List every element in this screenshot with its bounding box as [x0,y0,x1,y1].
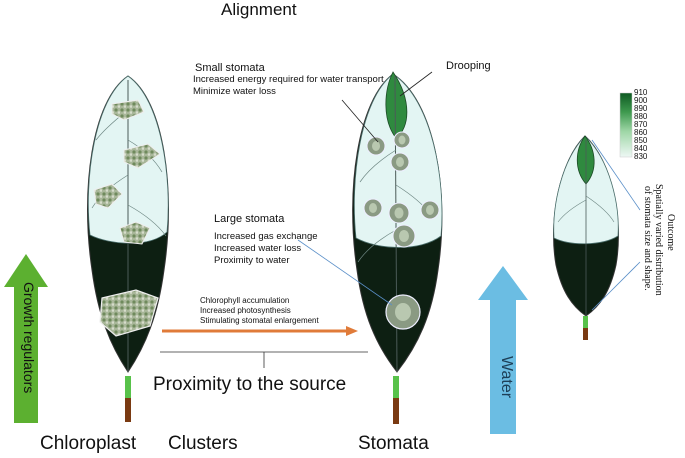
drooping-label: Drooping [446,60,491,72]
figure-title: Alignment [221,0,297,19]
small-stomata-line: Minimize water loss [193,86,276,97]
callout-line [591,139,641,211]
callout-line [399,71,433,97]
proximity-label: Proximity to the source [153,374,347,395]
chloroplast-cluster [99,289,159,337]
source-arrow [162,326,358,336]
arrow-note: Chlorophyll accumulation [200,296,290,305]
colorbar-tick: 850 [634,136,648,145]
arrow-note: Increased photosynthesis [200,306,291,315]
chloroplast-cluster [93,183,123,209]
stoma [363,198,383,218]
arrow-note: Stimulating stomatal enlargement [200,316,319,325]
small-stomata-line: Increased energy required for water tran… [193,74,384,85]
stoma [366,136,386,156]
stoma [393,131,411,149]
stoma [420,200,440,220]
colorbar-tick: 890 [634,104,648,113]
water-label: Water [498,356,515,399]
colorbar-tick: 830 [634,152,648,161]
outcome-line: of stomata size and shape. [642,186,653,291]
colorbar-tick: 860 [634,128,648,137]
middle-leaf [352,71,443,424]
callout-line [591,261,641,311]
stomata-label: Stomata [358,433,429,454]
colorbar [619,92,633,158]
outcome-line: Spatially varied distribution [653,184,664,296]
chloroplast-cluster [119,221,151,245]
stoma [390,152,410,172]
right-leaf [553,135,619,340]
colorbar-tick: 840 [634,144,648,153]
outcome-heading: Outcome [665,214,676,251]
large-stomata-heading: Large stomata [214,213,285,225]
clusters-label: Clusters [168,433,238,454]
chloroplast-cluster [123,143,161,169]
chloroplast-label: Chloroplast [40,433,137,454]
large-stomata-line: Proximity to water [214,255,290,266]
small-stomata-heading: Small stomata [195,62,265,74]
callout-line [341,99,379,143]
stoma [392,224,416,248]
colorbar-tick: 910 [634,88,648,97]
proximity-bracket [160,351,368,368]
growth-regulators-arrow [4,254,48,423]
growth-regulators-label: Growth regulators [21,282,37,394]
stoma [388,202,410,224]
water-arrow [478,266,528,434]
stoma-large [385,294,421,330]
left-leaf [87,75,169,422]
chloroplast-cluster [111,99,145,121]
large-stomata-line: Increased water loss [214,243,302,254]
callout-line [297,239,393,306]
colorbar-tick: 880 [634,112,648,121]
colorbar-tick: 900 [634,96,648,105]
large-stomata-line: Increased gas exchange [214,231,318,242]
colorbar-tick: 870 [634,120,648,129]
